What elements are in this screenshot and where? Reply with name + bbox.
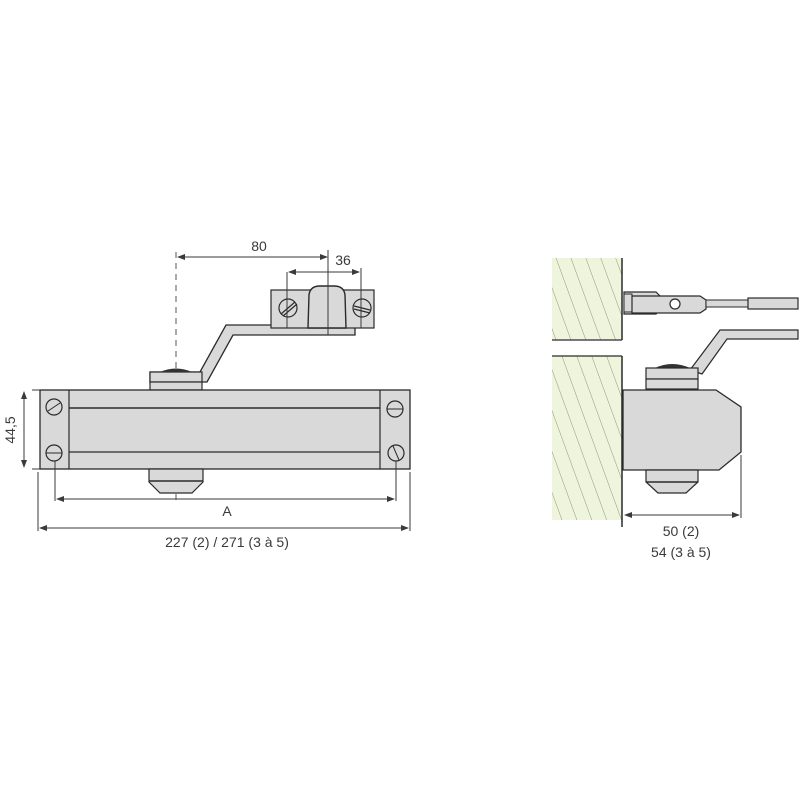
pivot-top xyxy=(149,371,203,383)
dim-projection-size3to5: 54 (3 à 5) xyxy=(651,544,711,560)
side-closer-body xyxy=(622,389,742,471)
door-frame-section xyxy=(552,258,622,340)
pivot-dome xyxy=(160,368,192,372)
side-lower-arm xyxy=(689,329,799,375)
screw-icon xyxy=(352,298,372,318)
dim-body-height: 44,5 xyxy=(2,416,18,443)
dim-projection-size2: 50 (2) xyxy=(663,523,700,539)
door-leaf-section xyxy=(552,356,622,520)
screw-icon xyxy=(45,444,63,462)
dim-bracket-spacing: 36 xyxy=(335,252,351,268)
bracket-shoe xyxy=(307,285,347,329)
dim-arm-offset: 80 xyxy=(251,238,267,254)
screw-icon xyxy=(278,298,298,318)
screw-icon xyxy=(387,444,405,462)
side-view: 50 (2) 54 (3 à 5) xyxy=(552,258,799,560)
dim-hole-spacing: A xyxy=(222,503,232,519)
dim-overall-length: 227 (2) / 271 (3 à 5) xyxy=(165,534,289,550)
screw-icon xyxy=(45,398,63,416)
closer-body xyxy=(39,389,411,470)
front-view: 80 36 44,5 A 227 (2) / 271 (3 à 5) xyxy=(2,238,411,550)
side-arm-rod xyxy=(631,295,707,314)
screw-icon xyxy=(386,400,404,418)
